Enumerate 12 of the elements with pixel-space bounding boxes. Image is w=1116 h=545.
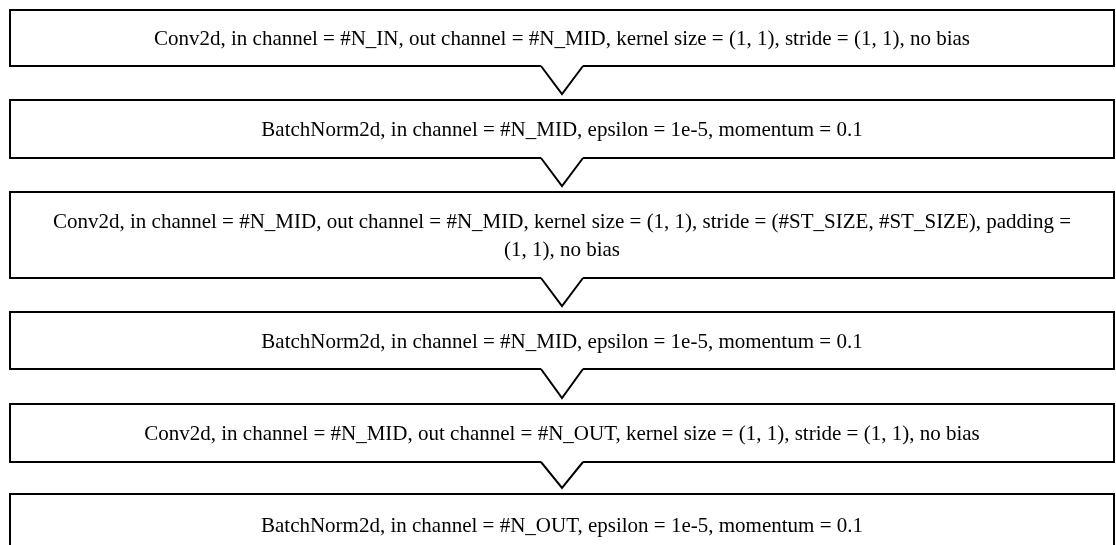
layer-description: BatchNorm2d, in channel = #N_MID, epsilon = 1e-5, momentum = 0.1: [260, 116, 864, 143]
layer-box: [10, 10, 1114, 66]
layer-box: [10, 192, 1114, 278]
layer-description: Conv2d, in channel = #N_IN, out channel = #N_MID, kernel size = (1, 1), stride = (1, 1), no bias: [152, 25, 971, 52]
layer-description: Conv2d, in channel = #N_MID, out channel = #N_OUT, kernel size = (1, 1), stride = (1, 1), no bias: [143, 420, 981, 447]
layer-description: Conv2d, in channel = #N_MID, out channel = #N_MID, kernel size = (1, 1), stride = (#ST_SIZE, #ST_SIZE), padding = (1, 1), no bias: [51, 208, 1073, 263]
layer-box: [10, 404, 1114, 462]
layer-box: [10, 312, 1114, 369]
layer-box: [10, 494, 1114, 545]
layer-box: [10, 100, 1114, 158]
layer-description: BatchNorm2d, in channel = #N_OUT, epsilon = 1e-5, momentum = 0.1: [259, 512, 864, 539]
layer-description: BatchNorm2d, in channel = #N_MID, epsilon = 1e-5, momentum = 0.1: [260, 327, 864, 355]
